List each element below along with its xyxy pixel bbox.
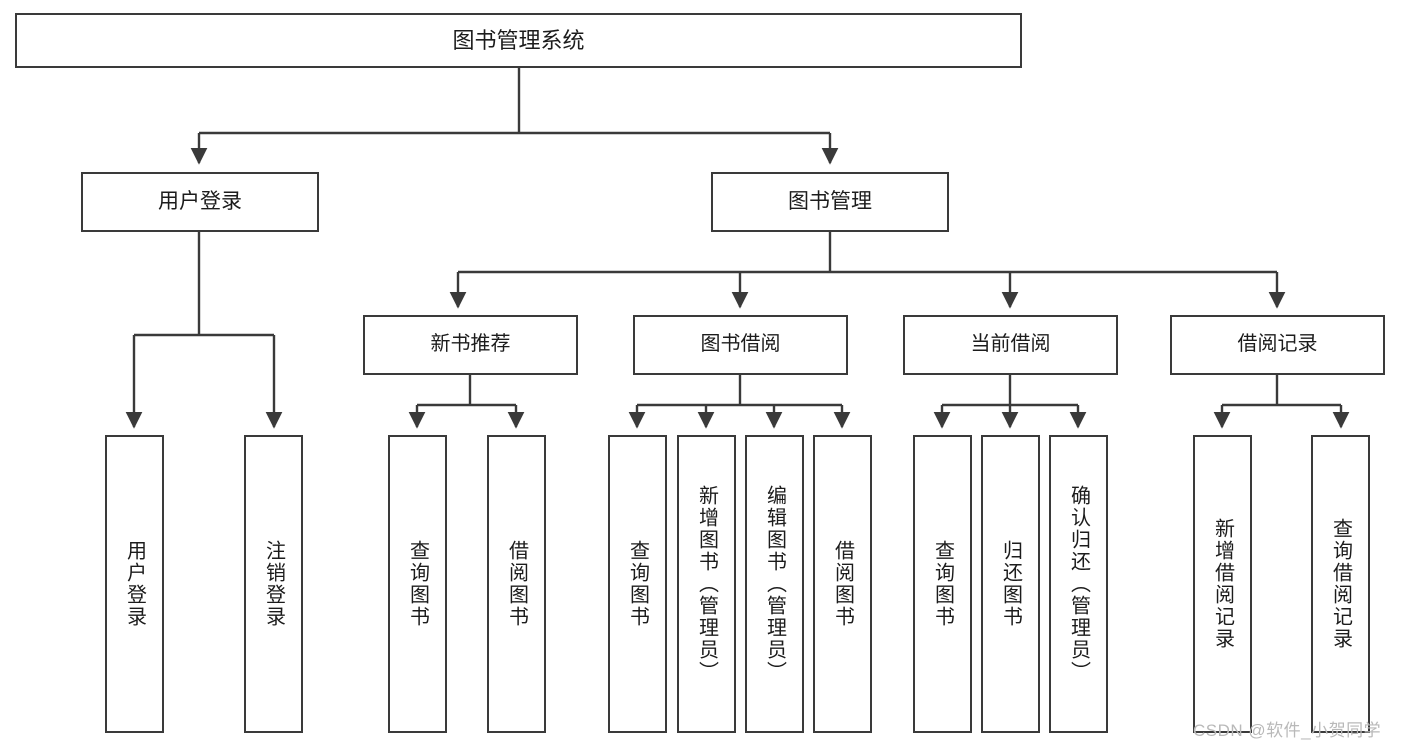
node-user-login[interactable]: 用户登录 [81,172,319,232]
node-label: 编辑图书（管理员） [763,485,786,683]
node-book-management[interactable]: 图书管理 [711,172,949,232]
node-label: 借阅图书 [505,540,528,628]
node-label: 新书推荐 [430,333,511,356]
leaf-record-add-record[interactable]: 新增借阅记录 [1193,435,1252,733]
node-label: 图书借阅 [700,333,781,356]
node-current-borrow[interactable]: 当前借阅 [903,315,1118,375]
leaf-new-book-borrow[interactable]: 借阅图书 [487,435,546,733]
node-label: 归还图书 [999,540,1022,628]
node-label: 图书管理 [788,189,872,213]
node-book-borrow[interactable]: 图书借阅 [633,315,848,375]
node-new-book-recommend[interactable]: 新书推荐 [363,315,578,375]
leaf-user-login-login[interactable]: 用户登录 [105,435,164,733]
node-label: 借阅记录 [1237,333,1318,356]
leaf-current-confirm-return-admin[interactable]: 确认归还（管理员） [1049,435,1108,733]
leaf-borrow-add-book-admin[interactable]: 新增图书（管理员） [677,435,736,733]
node-label: 注销登录 [262,540,285,628]
node-label: 用户登录 [123,540,146,628]
node-label: 查询借阅记录 [1329,518,1352,650]
node-root-system[interactable]: 图书管理系统 [15,13,1022,68]
leaf-borrow-edit-book-admin[interactable]: 编辑图书（管理员） [745,435,804,733]
node-label: 查询图书 [626,540,649,628]
node-label: 确认归还（管理员） [1067,485,1090,683]
leaf-borrow-query-book[interactable]: 查询图书 [608,435,667,733]
node-label: 新增图书（管理员） [695,485,718,683]
leaf-record-query-record[interactable]: 查询借阅记录 [1311,435,1370,733]
leaf-current-return-book[interactable]: 归还图书 [981,435,1040,733]
node-label: 用户登录 [158,189,242,213]
node-label: 查询图书 [931,540,954,628]
node-borrow-record[interactable]: 借阅记录 [1170,315,1385,375]
leaf-borrow-borrow-book[interactable]: 借阅图书 [813,435,872,733]
node-label: 查询图书 [406,540,429,628]
leaf-user-login-logout[interactable]: 注销登录 [244,435,303,733]
leaf-new-book-query[interactable]: 查询图书 [388,435,447,733]
node-label: 新增借阅记录 [1211,518,1234,650]
csdn-watermark: CSDN @软件_小贺同学 [1193,721,1382,740]
node-label: 图书管理系统 [452,27,585,53]
node-label: 当前借阅 [970,333,1051,356]
node-label: 借阅图书 [831,540,854,628]
leaf-current-query-book[interactable]: 查询图书 [913,435,972,733]
